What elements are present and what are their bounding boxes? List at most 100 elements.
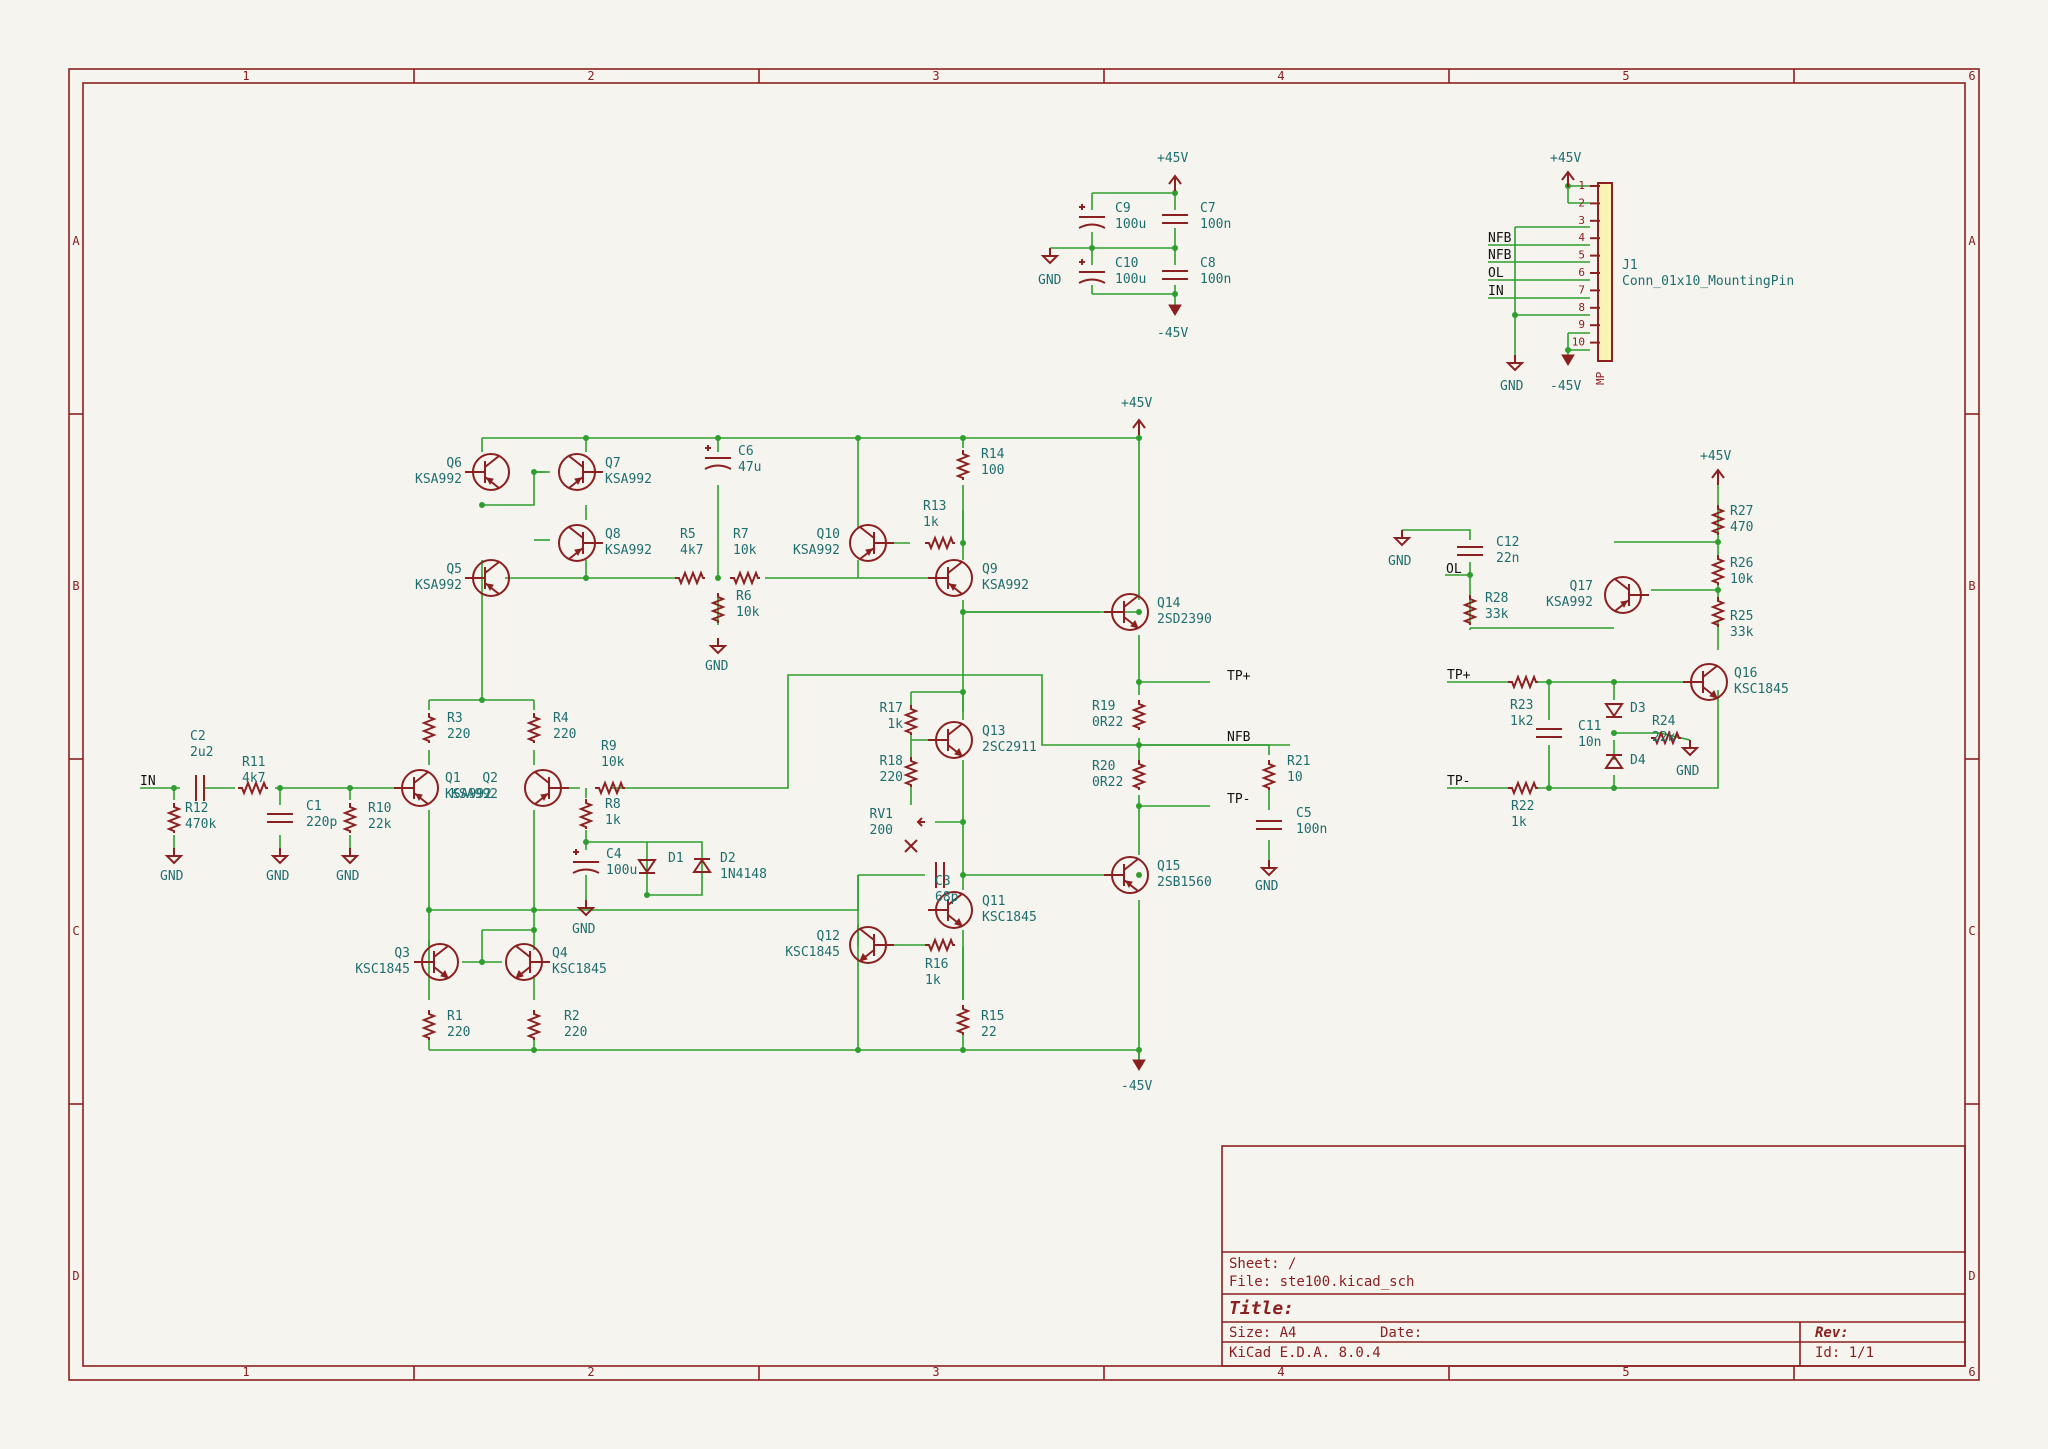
tb-sheet: Sheet: / bbox=[1229, 1256, 1296, 1272]
transistor-Q12 bbox=[849, 926, 894, 964]
label-ol: OL bbox=[1446, 562, 1462, 577]
value-q2: KSA992 bbox=[451, 787, 498, 802]
ref-q14: Q14 bbox=[1157, 596, 1181, 611]
resistor-R23 bbox=[1508, 674, 1538, 690]
pwr-m45-c: -45V bbox=[1121, 1079, 1152, 1094]
resistor-body bbox=[238, 780, 268, 796]
capacitor-C12 bbox=[1457, 546, 1483, 556]
transistor-Q6 bbox=[465, 453, 510, 491]
ref-q11: Q11 bbox=[982, 894, 1005, 909]
gnd-8: GND bbox=[1255, 879, 1279, 894]
tb-size: Size: A4 bbox=[1229, 1325, 1296, 1341]
grid-col-6: 6 bbox=[1968, 1365, 1975, 1379]
value-c12: 22n bbox=[1496, 551, 1519, 566]
ref-r2: R2 bbox=[564, 1009, 580, 1024]
resistor-body bbox=[1261, 760, 1277, 790]
tb-tool: KiCad E.D.A. 8.0.4 bbox=[1229, 1345, 1381, 1361]
value-q16: KSC1845 bbox=[1734, 682, 1789, 697]
value-q10: KSA992 bbox=[793, 543, 840, 558]
ref-r16: R16 bbox=[925, 957, 948, 972]
gnd-9: GND bbox=[1388, 554, 1412, 569]
ref-r12: R12 bbox=[185, 801, 208, 816]
value-c2: 2u2 bbox=[190, 745, 213, 760]
ref-q13: Q13 bbox=[982, 724, 1005, 739]
resistor-R19 bbox=[1131, 700, 1147, 730]
resistor-R7 bbox=[730, 570, 760, 586]
ref-c4: C4 bbox=[606, 847, 622, 862]
pwr-m45-a: -45V bbox=[1157, 326, 1188, 341]
gnd-7: GND bbox=[572, 922, 596, 937]
value-r6: 10k bbox=[736, 605, 760, 620]
gnd-3: GND bbox=[160, 869, 184, 884]
capacitor-C3 bbox=[935, 862, 945, 888]
resistor-R17 bbox=[903, 705, 919, 735]
value-r9: 10k bbox=[601, 755, 625, 770]
wires bbox=[140, 175, 1719, 1060]
grid-row-C: C bbox=[72, 924, 79, 938]
resistor-R24 bbox=[1651, 730, 1681, 746]
ref-q5: Q5 bbox=[446, 562, 462, 577]
ref-d3: D3 bbox=[1630, 701, 1646, 716]
resistor-body bbox=[903, 705, 919, 735]
resistor-body bbox=[675, 570, 705, 586]
gnd-symbol-g bbox=[1040, 248, 1060, 265]
value-q1: KSA992 bbox=[445, 787, 492, 802]
resistor-R4 bbox=[526, 713, 542, 743]
resistor-R18 bbox=[903, 757, 919, 787]
gnd-symbol-b bbox=[270, 848, 290, 865]
resistor-body bbox=[1710, 597, 1726, 627]
grid-col-3: 3 bbox=[932, 69, 939, 83]
pwr-p45-d: +45V bbox=[1700, 449, 1731, 464]
capacitor-C10 bbox=[1078, 259, 1106, 284]
ref-r20: R20 bbox=[1092, 759, 1115, 774]
value-r4: 220 bbox=[553, 727, 576, 742]
ref-c9: C9 bbox=[1115, 201, 1131, 216]
ref-d2: D2 bbox=[720, 851, 736, 866]
ref-r28: R28 bbox=[1485, 591, 1508, 606]
gnd-symbol-f bbox=[1259, 860, 1279, 877]
ref-c2: C2 bbox=[190, 729, 206, 744]
ref-r1: R1 bbox=[447, 1009, 463, 1024]
resistor-body bbox=[526, 1010, 542, 1040]
value-r7: 10k bbox=[733, 543, 757, 558]
resistor-body bbox=[1131, 760, 1147, 790]
diode-D2 bbox=[692, 858, 712, 873]
pwr-down-a bbox=[1168, 304, 1182, 316]
transistor-Q17 bbox=[1604, 576, 1649, 614]
j1-pin-5: 5 bbox=[1578, 249, 1585, 262]
ref-q8: Q8 bbox=[605, 527, 621, 542]
label-tp-plus: TP+ bbox=[1227, 669, 1251, 684]
grid-col-4: 4 bbox=[1277, 1365, 1284, 1379]
resistor-body bbox=[955, 1005, 971, 1035]
j1-pin-2: 2 bbox=[1578, 196, 1585, 209]
value-r15: 22 bbox=[981, 1025, 997, 1040]
grid-row-B: B bbox=[72, 579, 79, 593]
transistor-Q7 bbox=[558, 453, 603, 491]
resistor-R26 bbox=[1710, 555, 1726, 585]
grid-col-5: 5 bbox=[1622, 1365, 1629, 1379]
resistor-R22 bbox=[1508, 780, 1538, 796]
ref-c3: C3 bbox=[935, 874, 951, 889]
gnd-1: GND bbox=[1038, 273, 1062, 288]
tb-rev: Rev: bbox=[1815, 1325, 1849, 1341]
resistor-body bbox=[166, 803, 182, 833]
ref-j1: J1 bbox=[1622, 258, 1638, 273]
resistor-body bbox=[925, 937, 955, 953]
grid-col-2: 2 bbox=[587, 1365, 594, 1379]
resistor-body bbox=[955, 450, 971, 480]
value-r12: 470k bbox=[185, 817, 216, 832]
resistor-body bbox=[421, 1010, 437, 1040]
value-q3: KSC1845 bbox=[355, 962, 410, 977]
gnd-10: GND bbox=[1676, 764, 1700, 779]
value-r3: 220 bbox=[447, 727, 470, 742]
transistor-Q4 bbox=[505, 943, 550, 981]
value-c4: 100u bbox=[606, 863, 637, 878]
gnd-2: GND bbox=[1500, 379, 1524, 394]
value-c9: 100u bbox=[1115, 217, 1146, 232]
resistor-body bbox=[1462, 595, 1478, 625]
ref-r27: R27 bbox=[1730, 504, 1753, 519]
ref-r14: R14 bbox=[981, 447, 1005, 462]
ref-c11: C11 bbox=[1578, 719, 1601, 734]
ref-r18: R18 bbox=[880, 754, 903, 769]
